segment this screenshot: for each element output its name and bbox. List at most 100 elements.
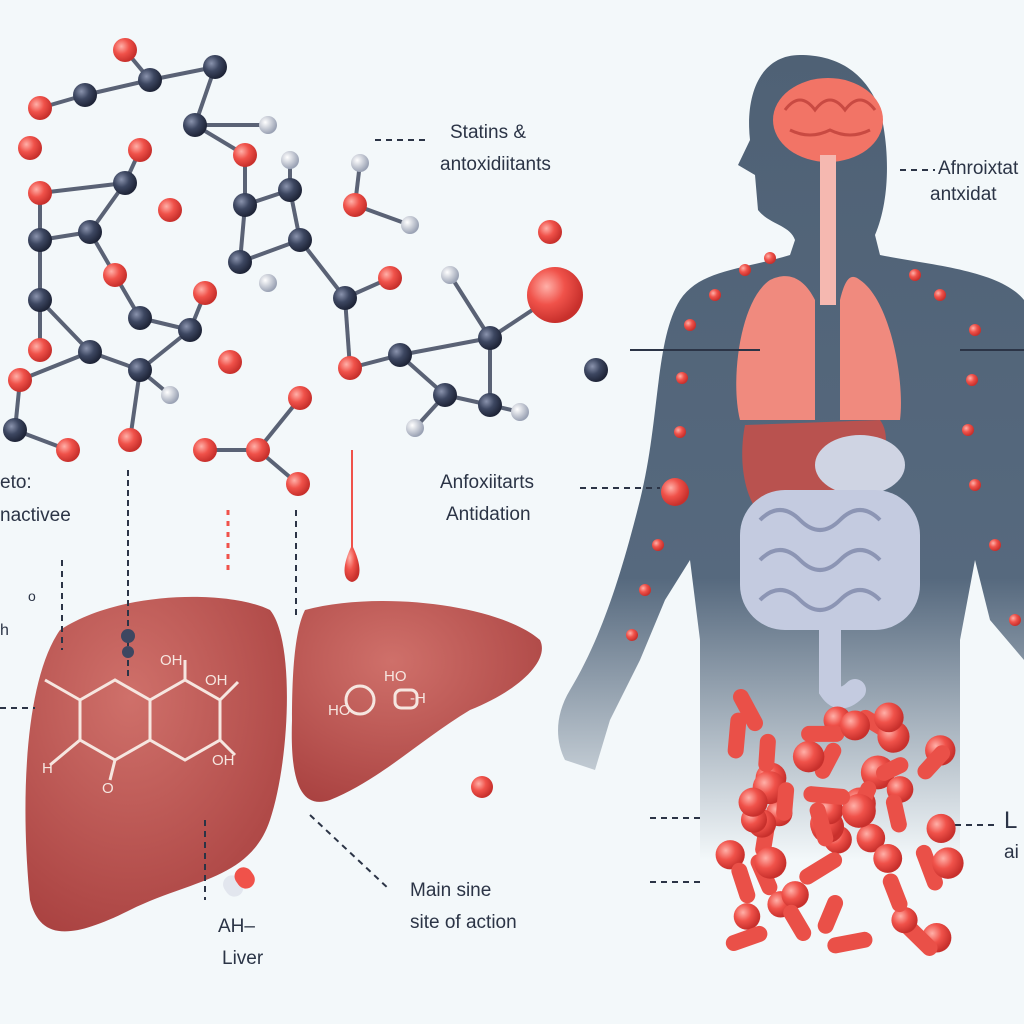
label-left-2: nactivee	[0, 505, 71, 526]
oxygen-atom	[193, 438, 217, 462]
antioxidant-particle	[661, 478, 689, 506]
pill-round	[733, 903, 761, 930]
vessel-dot	[989, 539, 1001, 551]
hydrogen-atom	[161, 386, 179, 404]
pill-capsule	[827, 931, 873, 954]
carbon-atom	[433, 383, 457, 407]
stomach-icon	[815, 435, 905, 495]
carbon-atom	[584, 358, 608, 382]
carbon-atom	[388, 343, 412, 367]
pill-round	[856, 823, 886, 853]
pill-capsule	[758, 733, 776, 773]
label-antidation: Antidation	[446, 504, 531, 525]
vessel-dot	[934, 289, 946, 301]
oxygen-atom	[118, 428, 142, 452]
label-statins: Statins &	[450, 122, 527, 143]
pill-capsule	[776, 782, 795, 821]
oxygen-atom	[28, 96, 52, 120]
bond	[19, 350, 91, 382]
label-left-o: o	[28, 588, 36, 604]
vessel-dot	[969, 324, 981, 336]
dashed-leader-lines	[0, 139, 995, 900]
pill-round	[738, 787, 768, 817]
label-liver: Liver	[222, 948, 264, 969]
pill-round	[781, 881, 809, 909]
oxygen-atom	[113, 38, 137, 62]
vessel-dot	[966, 374, 978, 386]
pill-capsule	[876, 757, 909, 781]
oxygen-atom	[103, 263, 127, 287]
pill-capsule	[732, 688, 764, 732]
antioxidant-particle	[471, 776, 493, 798]
carbon-atom	[113, 171, 137, 195]
pill-capsule	[731, 862, 756, 904]
intestine-icon	[740, 490, 920, 709]
oxygen-atom	[28, 338, 52, 362]
pill-round	[715, 840, 745, 870]
pill-capsule	[882, 873, 908, 913]
label-left-small: h	[0, 622, 9, 639]
pill-capsule	[725, 925, 768, 951]
carbon-atom	[183, 113, 207, 137]
oxygen-atom	[128, 138, 152, 162]
carbon-atom	[278, 178, 302, 202]
lungs-icon	[736, 276, 901, 420]
chem-o: O	[102, 780, 114, 797]
oxygen-atom	[378, 266, 402, 290]
oxygen-atom	[538, 220, 562, 244]
brain-icon	[773, 78, 883, 305]
carbon-atom	[28, 288, 52, 312]
oxygen-atom	[286, 472, 310, 496]
vessel-dot	[626, 629, 638, 641]
carbon-atom	[178, 318, 202, 342]
capsule-icon	[223, 867, 255, 897]
bond	[399, 336, 491, 357]
carbon-atom	[128, 358, 152, 382]
label-main-site: Main sine	[410, 880, 492, 901]
carbon-atom	[28, 228, 52, 252]
chem-ho-left: HO	[328, 702, 351, 719]
pill-capsule	[885, 794, 907, 833]
pill-round	[926, 813, 956, 844]
oxygen-atom	[233, 143, 257, 167]
oxygen-atom	[18, 136, 42, 160]
oxygen-atom	[28, 181, 52, 205]
carbon-atom	[138, 68, 162, 92]
oxygen-atom	[56, 438, 80, 462]
oxygen-atom	[338, 356, 362, 380]
pill-capsule	[799, 852, 843, 885]
carbon-atom	[203, 55, 227, 79]
bond	[39, 181, 126, 195]
label-antioxidants-mid: Anfoxiitarts	[440, 472, 534, 493]
chemical-structure	[44, 660, 419, 781]
pill-round	[754, 846, 787, 879]
pill-round	[840, 710, 870, 741]
molecule-structure	[3, 38, 608, 496]
carbon-atom	[333, 286, 357, 310]
hydrogen-atom	[259, 116, 277, 134]
carbon-atom	[73, 83, 97, 107]
oxygen-atom	[288, 386, 312, 410]
vessel-dot	[639, 584, 651, 596]
hydrogen-atom	[406, 419, 424, 437]
bond	[298, 238, 347, 300]
oxygen-atom	[527, 267, 583, 323]
pill-capsule	[783, 904, 812, 941]
vessel-dot	[676, 372, 688, 384]
carbon-atom	[228, 250, 252, 274]
vessel-dot	[684, 319, 696, 331]
pill-round	[873, 702, 904, 733]
label-site-of-action: site of action	[410, 912, 517, 933]
carbon-atom	[128, 306, 152, 330]
chem-oh-1: OH	[160, 652, 183, 669]
oxygen-atom	[8, 368, 32, 392]
chem-oh-2: OH	[205, 672, 228, 689]
pill-cluster	[715, 688, 964, 956]
vessel-dot	[739, 264, 751, 276]
oxygen-atom	[218, 350, 242, 374]
pill-round	[841, 793, 876, 828]
hydrogen-atom	[281, 151, 299, 169]
blood-vessel-dots	[471, 252, 1021, 798]
vessel-dot	[969, 479, 981, 491]
hydrogen-atom	[259, 274, 277, 292]
